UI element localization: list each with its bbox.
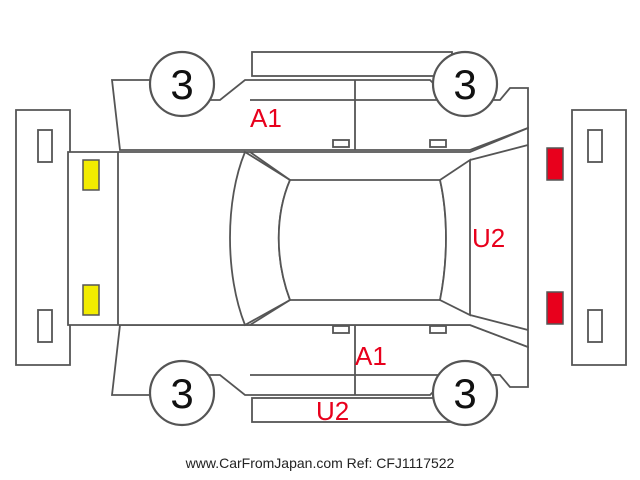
- wheel-rear-left-grade: 3: [453, 61, 476, 108]
- right-side-step: [251, 397, 453, 423]
- front-light-left: [82, 159, 100, 191]
- wheel-front-left: 3: [148, 50, 216, 118]
- damage-mark-right-side-step: U2: [316, 396, 349, 426]
- wheel-front-right-grade: 3: [170, 370, 193, 417]
- wheel-rear-right: 3: [431, 359, 499, 427]
- body-top-view: [67, 126, 529, 349]
- reference-footer: www.CarFromJapan.com Ref: CFJ1117522: [185, 455, 455, 471]
- left-side-step: [251, 51, 453, 77]
- wheel-front-right: 3: [148, 359, 216, 427]
- damage-mark-rear-panel: U2: [472, 223, 505, 253]
- wheel-front-left-grade: 3: [170, 61, 193, 108]
- rear-light-left: [546, 147, 564, 181]
- wheel-rear-right-grade: 3: [453, 370, 476, 417]
- front-bumper: [15, 109, 71, 366]
- rear-bumper: [571, 109, 627, 366]
- front-light-right: [82, 284, 100, 316]
- damage-mark-left-front-door: A1: [250, 103, 282, 133]
- wheel-rear-left: 3: [431, 50, 499, 118]
- damage-mark-right-front-door: A1: [355, 341, 387, 371]
- rear-light-right: [546, 291, 564, 325]
